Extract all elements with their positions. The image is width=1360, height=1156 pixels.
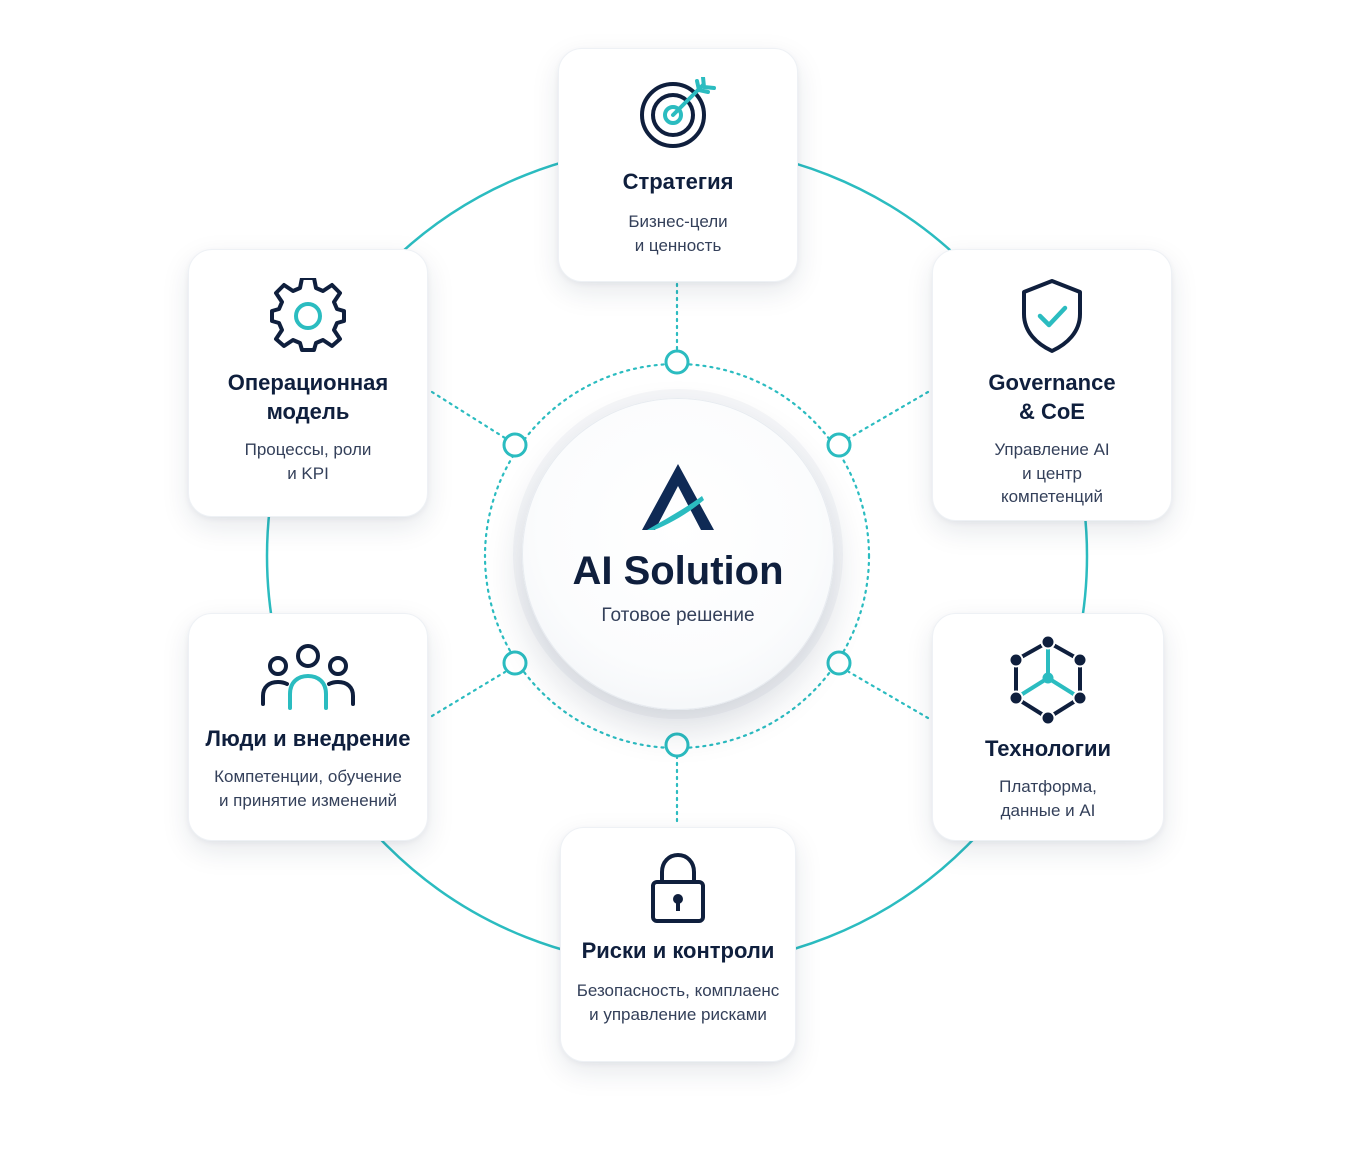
target-icon (640, 77, 716, 148)
ai-solution-logo (642, 464, 714, 530)
operations-title: Операционная модель (227, 370, 389, 424)
card-tech: Технологии Платформа, данные и AI (932, 613, 1164, 841)
center-subtitle: Готовое решение (601, 605, 755, 626)
governance-description: Управление AI и центр компетенций (994, 440, 1110, 506)
strategy-title: Стратегия (622, 169, 734, 194)
card-governance: Governance & CoE Управление AI и центр к… (932, 249, 1172, 521)
network-cube-icon (1008, 634, 1088, 726)
shield-check-icon (1022, 279, 1082, 353)
node-strategy (664, 349, 690, 375)
governance-title: Governance & CoE (988, 370, 1116, 424)
operations-description: Процессы, роли и KPI (244, 440, 372, 483)
people-icon (261, 644, 355, 710)
connector-operations (430, 390, 507, 440)
tech-description: Платформа, данные и AI (999, 777, 1097, 820)
card-people: Люди и внедрение Компетенции, обучение и… (188, 613, 428, 841)
card-operations: Операционная модель Процессы, роли и KPI (188, 249, 428, 517)
strategy-description: Бизнес-цели и ценность (628, 212, 728, 255)
node-operations (502, 432, 528, 458)
risks-description: Безопасность, комплаенс и управление рис… (576, 981, 780, 1024)
tech-title: Технологии (984, 736, 1112, 761)
gear-icon (270, 278, 346, 352)
connector-governance (847, 390, 930, 440)
connector-tech (847, 670, 930, 720)
people-description: Компетенции, обучение и принятие изменен… (214, 767, 402, 810)
people-title: Люди и внедрение (205, 726, 411, 751)
connector-people (430, 670, 507, 718)
center-title: AI Solution (572, 549, 784, 593)
node-risks (664, 732, 690, 758)
risks-title: Риски и контроли (581, 938, 775, 963)
node-governance (826, 432, 852, 458)
node-tech (826, 650, 852, 676)
node-people (502, 650, 528, 676)
center-hub: AI Solution Готовое решение (522, 398, 834, 710)
card-strategy: Стратегия Бизнес-цели и ценность (558, 48, 798, 282)
card-risks: Риски и контроли Безопасность, комплаенс… (560, 827, 796, 1062)
padlock-icon (651, 852, 705, 923)
